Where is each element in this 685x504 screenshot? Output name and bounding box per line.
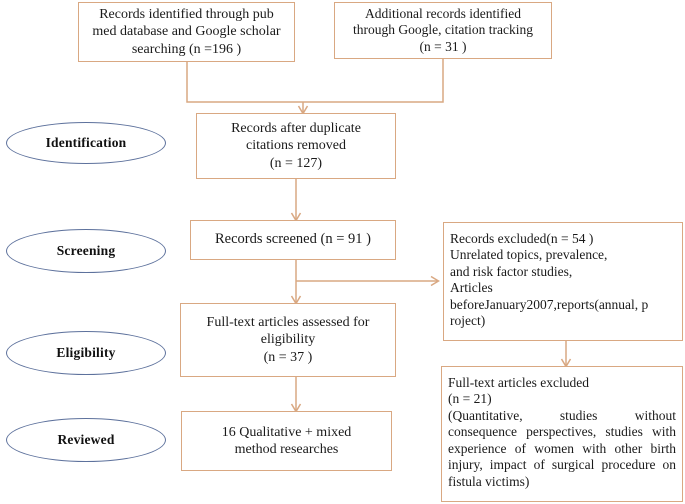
box-included-studies[interactable]: 16 Qualitative + mixed method researches [181, 411, 392, 471]
box-after-duplicates-text: Records after duplicate citations remove… [231, 121, 361, 171]
stage-label-screening: Screening [56, 243, 116, 258]
connector-additional-to-merge [303, 59, 444, 103]
stage-label-eligibility: Eligibility [56, 345, 116, 360]
box-records-identified-text: Records identified through pub med datab… [92, 7, 281, 57]
box-records-screened-text: Records screened (n = 91 ) [215, 231, 371, 248]
stage-label-identification: Identification [45, 135, 127, 150]
box-fulltext-excluded-text: Full-text articles excluded (n = 21) (Qu… [448, 375, 676, 489]
connector-identified-to-merge [186, 62, 303, 103]
stage-label-reviewed: Reviewed [57, 432, 115, 447]
box-additional-records-text: Additional records identified through Go… [353, 5, 533, 54]
box-after-duplicates[interactable]: Records after duplicate citations remove… [196, 113, 396, 179]
box-included-studies-text: 16 Qualitative + mixed method researches [221, 424, 352, 457]
box-records-excluded-text: Records excluded(n = 54 ) Unrelated topi… [450, 231, 649, 329]
box-records-excluded[interactable]: Records excluded(n = 54 ) Unrelated topi… [443, 222, 683, 341]
box-fulltext-excluded[interactable]: Full-text articles excluded (n = 21) (Qu… [441, 366, 683, 502]
stage-screening[interactable]: Screening [6, 229, 166, 273]
stage-eligibility[interactable]: Eligibility [6, 331, 166, 375]
stage-identification[interactable]: Identification [6, 122, 166, 164]
box-records-screened[interactable]: Records screened (n = 91 ) [190, 220, 396, 260]
stage-reviewed[interactable]: Reviewed [6, 418, 166, 462]
arrowhead-records-excluded [430, 275, 440, 287]
box-additional-records[interactable]: Additional records identified through Go… [334, 2, 552, 59]
box-records-identified[interactable]: Records identified through pub med datab… [78, 2, 295, 62]
box-fulltext-assessed-text: Full-text articles assessed for eligibil… [206, 315, 370, 365]
box-fulltext-assessed[interactable]: Full-text articles assessed for eligibil… [180, 303, 396, 377]
